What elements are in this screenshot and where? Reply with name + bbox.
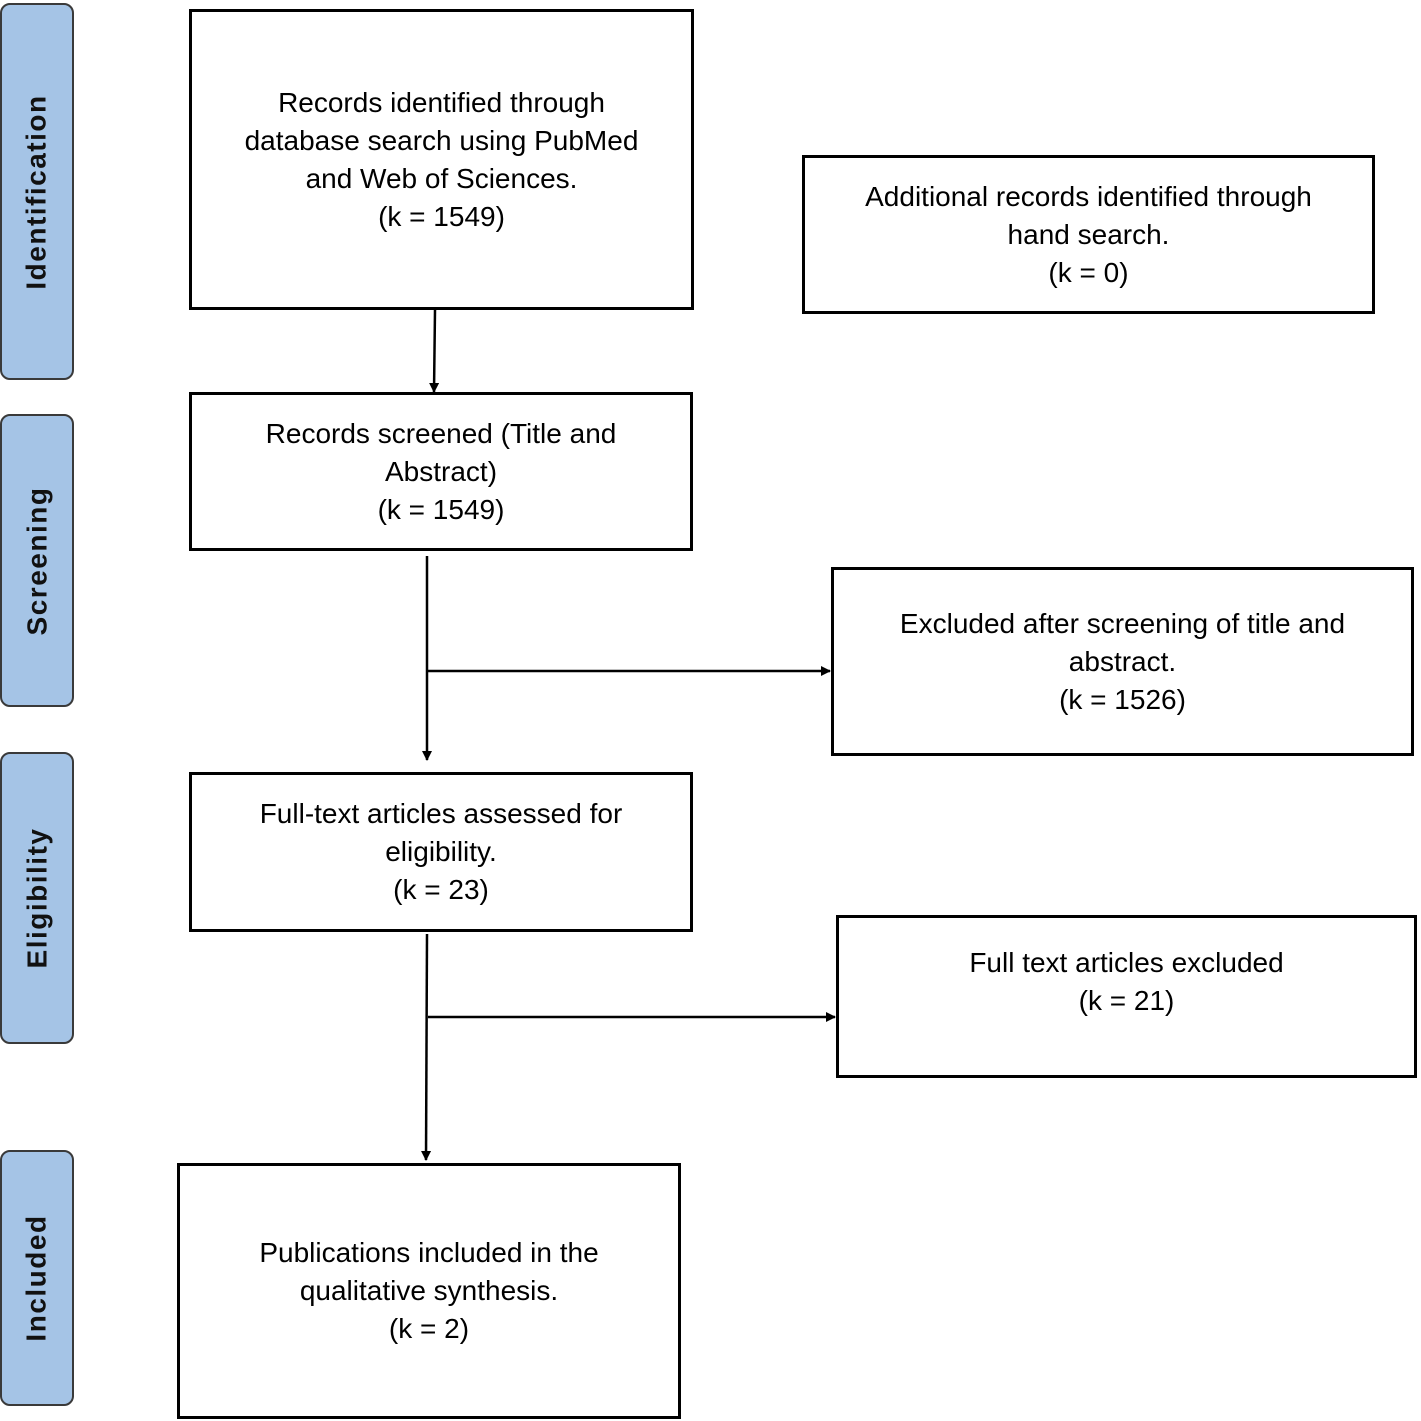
box-hand-search: Additional records identified through ha…: [802, 155, 1375, 314]
box-line: Abstract): [384, 455, 498, 487]
box-line: Records identified through: [278, 86, 605, 118]
box-full-text-excluded: Full text articles excluded (k = 21): [836, 915, 1417, 1078]
box-line: eligibility.: [385, 836, 497, 867]
stage-included: Included: [0, 1150, 74, 1406]
box-count: (k = 0): [1048, 256, 1129, 288]
arrow-identification-to-screening: [429, 309, 440, 393]
box-line: Additional records identified through: [865, 180, 1312, 212]
box-count: (k = 1549): [378, 200, 505, 232]
box-excluded-screening: Excluded after screening of title and ab…: [831, 567, 1414, 756]
box-line: Records screened (Title and: [265, 417, 617, 449]
box-line: hand search.: [1007, 218, 1170, 250]
box-line: Publications included in the: [259, 1237, 599, 1268]
box-count: (k = 1549): [377, 493, 505, 525]
box-count: (k = 2): [388, 1313, 470, 1344]
box-line: Excluded after screening of title and: [899, 607, 1346, 639]
box-database-search: Records identified through database sear…: [189, 9, 694, 310]
box-full-text-assessed: Full-text articles assessed for eligibil…: [189, 772, 693, 932]
box-line: database search using PubMed: [244, 124, 639, 156]
box-count: (k = 1526): [1059, 683, 1186, 715]
box-line: qualitative synthesis.: [299, 1275, 559, 1306]
box-line: abstract.: [1068, 645, 1177, 677]
arrow-eligibility-to-included: [421, 933, 432, 1161]
box-included: Publications included in the qualitative…: [177, 1163, 681, 1419]
box-count: (k = 23): [393, 874, 489, 905]
stage-screening: Screening: [0, 414, 74, 707]
box-count: (k = 21): [1078, 985, 1175, 1016]
box-line: Full-text articles assessed for: [259, 798, 623, 829]
box-line: Full text articles excluded: [969, 947, 1284, 978]
box-line: and Web of Sciences.: [305, 162, 578, 194]
stage-eligibility: Eligibility: [0, 752, 74, 1044]
stage-identification: Identification: [0, 3, 74, 380]
box-records-screened: Records screened (Title and Abstract) (k…: [189, 392, 693, 551]
